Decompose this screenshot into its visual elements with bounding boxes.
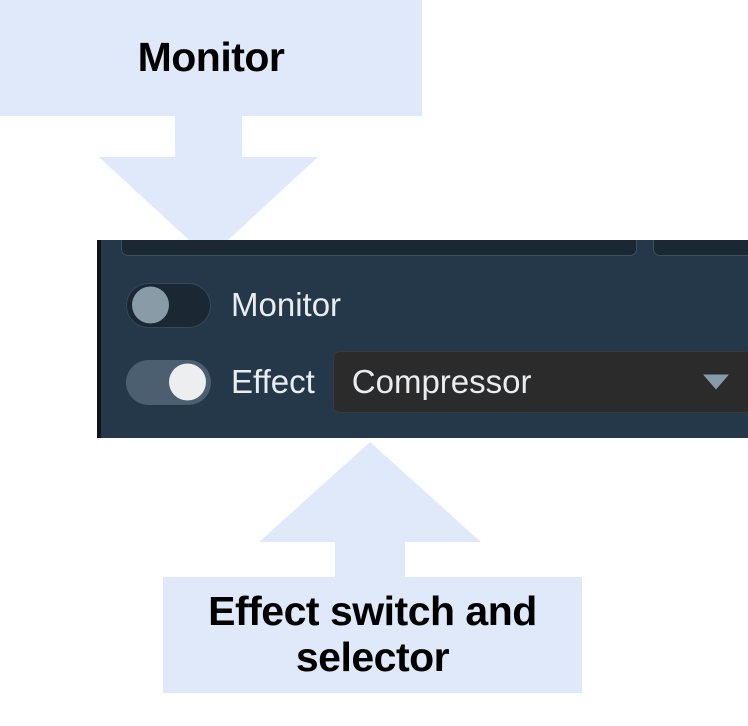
monitor-label: Monitor (231, 286, 342, 323)
annotation-callout-effect: Effect switch and selector (163, 577, 582, 693)
chevron-down-icon (702, 374, 729, 390)
annotation-arrow-down-shape (99, 115, 318, 258)
annotation-arrow-up-shape (259, 442, 481, 579)
effect-row: Effect Compressor (101, 351, 748, 413)
cropped-top-row (101, 240, 748, 256)
annotation-callout-effect-text: Effect switch and selector (208, 588, 537, 680)
effect-toggle-knob (169, 363, 206, 401)
annotation-callout-monitor: Monitor (0, 0, 422, 116)
effect-toggle[interactable] (126, 359, 211, 405)
monitor-toggle-knob (132, 286, 169, 324)
cropped-input-field[interactable] (121, 240, 637, 256)
annotation-arrow-down (99, 115, 318, 258)
effect-select-value: Compressor (351, 363, 532, 400)
effect-label: Effect (231, 363, 315, 400)
annotation-arrow-up (259, 442, 481, 579)
monitor-toggle[interactable] (126, 282, 211, 328)
cropped-button[interactable] (653, 240, 748, 256)
monitor-row: Monitor (101, 282, 341, 328)
annotation-callout-monitor-text: Monitor (137, 34, 285, 81)
audio-settings-panel: Monitor Effect Compressor (97, 240, 748, 438)
effect-select[interactable]: Compressor (332, 351, 748, 413)
